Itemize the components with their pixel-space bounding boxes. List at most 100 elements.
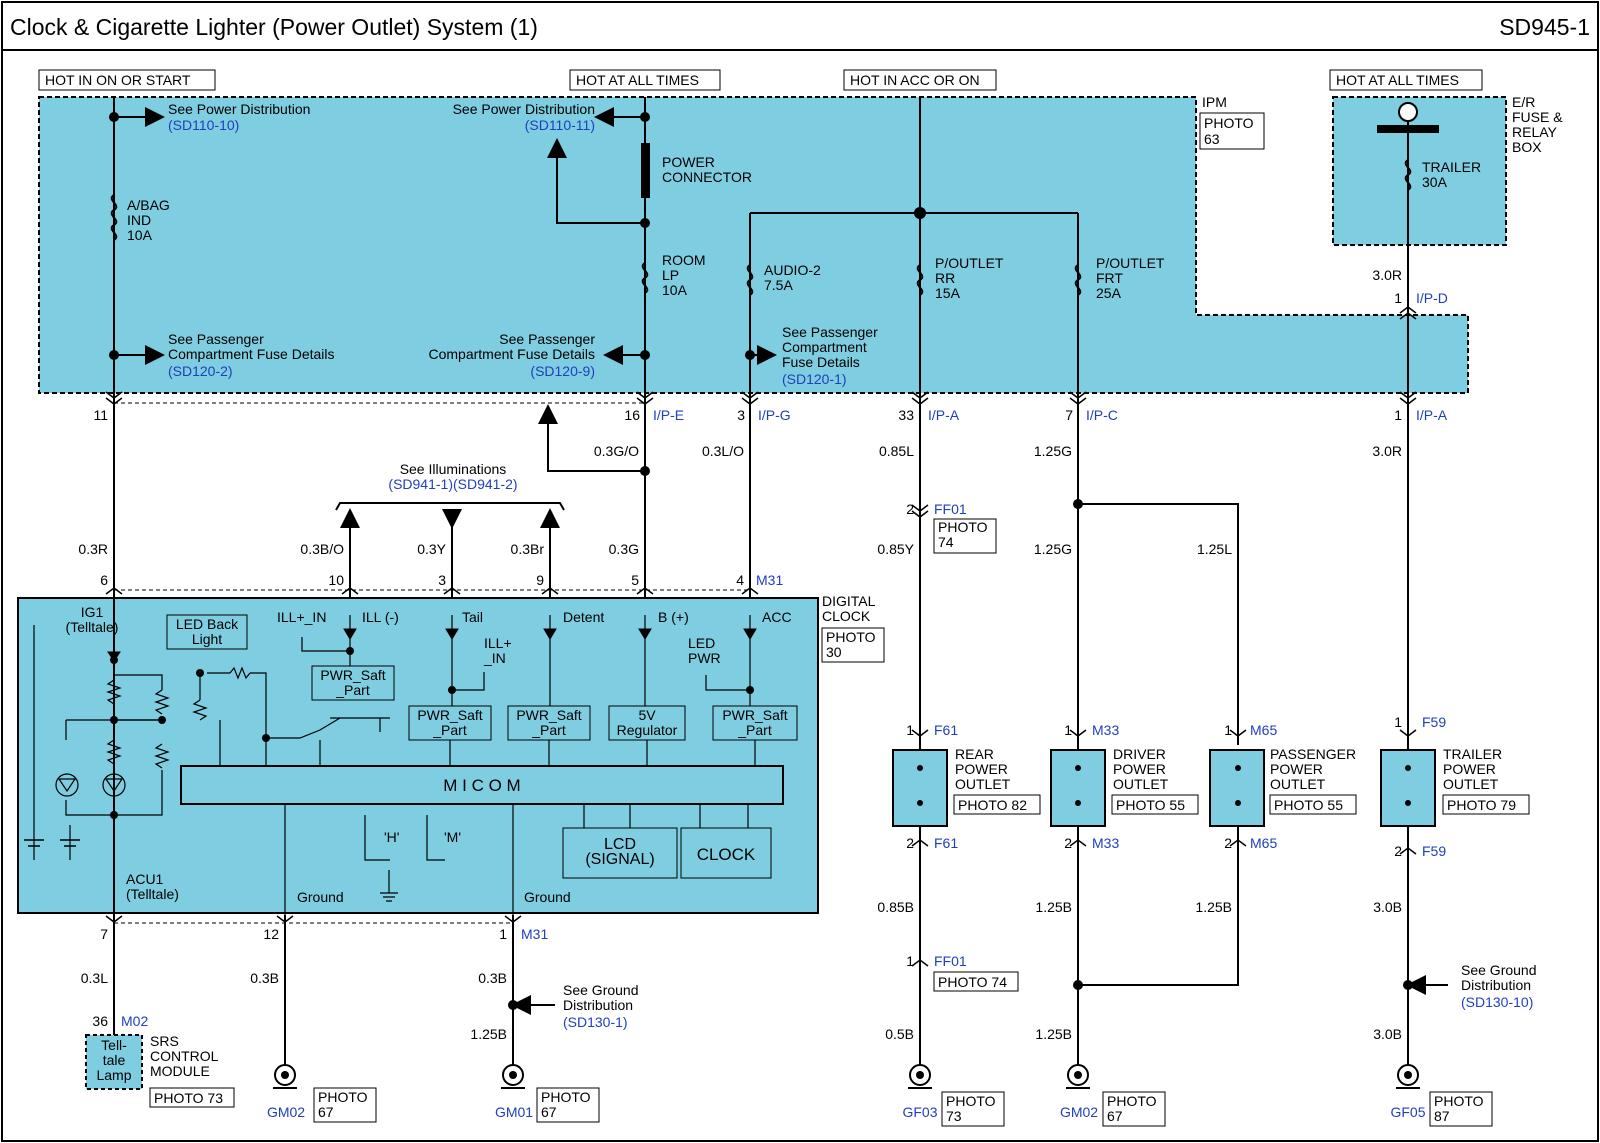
driver-outlet-box	[1050, 749, 1106, 827]
wire-label: 0.3B/O	[300, 541, 344, 557]
trailer-outlet-box	[1380, 749, 1436, 827]
ref-pc1-link[interactable]: (SD120-2)	[168, 363, 233, 379]
ref-pc2-link[interactable]: (SD120-9)	[530, 363, 595, 379]
wire-label: 0.3G/O	[594, 443, 639, 459]
ill-in2-label: ILL+_IN	[483, 635, 512, 666]
ground-label-2: Ground	[524, 889, 571, 905]
connector-ipa-2: I/P-A	[1416, 407, 1448, 423]
pwr-saft-box-1: PWR_Saft_Part	[311, 665, 395, 701]
power-label-on-start: HOT IN ON OR START	[38, 69, 216, 91]
pwr-saft-box-3: PWR_Saft_Part	[507, 705, 591, 741]
ref-pd1: See Power Distribution	[168, 101, 310, 117]
wire-label: 1.25B	[1035, 899, 1072, 915]
connector-ipd: I/P-D	[1416, 290, 1448, 306]
svg-text:PWR_Saft_Part: PWR_Saft_Part	[516, 707, 581, 738]
pin: 10	[328, 572, 344, 588]
pin: 5	[631, 572, 639, 588]
acu1-label: ACU1(Telltale)	[126, 871, 179, 902]
wire-label: 0.3G	[609, 541, 639, 557]
pin: 33	[898, 407, 914, 423]
pin: 2	[1064, 835, 1072, 851]
wire-label: 0.3L/O	[702, 443, 744, 459]
pin: 1	[1224, 722, 1232, 738]
connector-ipc: I/P-C	[1086, 407, 1118, 423]
pin: 7	[1065, 407, 1073, 423]
page-code: SD945-1	[1499, 14, 1590, 40]
wire-label: 0.85B	[877, 899, 914, 915]
wire-label: 0.3B	[478, 970, 507, 986]
pin: 16	[624, 407, 640, 423]
svg-text:CLOCK: CLOCK	[697, 845, 756, 864]
wire-label: 3.0B	[1373, 1026, 1402, 1042]
switch-m-label: 'M'	[444, 829, 461, 845]
ground-label-1: Ground	[297, 889, 344, 905]
wire-label: 1.25G	[1034, 443, 1072, 459]
svg-text:HOT IN ON OR START: HOT IN ON OR START	[45, 72, 191, 88]
wire-label: 1.25G	[1034, 541, 1072, 557]
ref-illum-link[interactable]: (SD941-1)(SD941-2)	[388, 476, 517, 492]
connector-m31: M31	[756, 572, 783, 588]
er-box-block	[1332, 96, 1507, 246]
connector-m33: M33	[1092, 722, 1119, 738]
svg-text:PHOTO 55: PHOTO 55	[1274, 797, 1343, 813]
pin: 3	[737, 407, 745, 423]
connector-m31-2: M31	[521, 926, 548, 942]
tail-label: Tail	[462, 609, 483, 625]
pin: 2	[906, 501, 914, 517]
pin: 2	[1394, 843, 1402, 859]
connector-f59: F59	[1422, 714, 1446, 730]
ref-pd2-link[interactable]: (SD110-11)	[525, 117, 595, 133]
ground-gm02-a: GM02	[267, 1104, 305, 1120]
srs-photo: PHOTO 73	[149, 1087, 235, 1108]
connector-m02: M02	[121, 1013, 148, 1029]
svg-text:PHOTO 74: PHOTO 74	[938, 974, 1007, 990]
pin: 7	[100, 926, 108, 942]
micom-box: M I C O M	[180, 765, 784, 805]
ipm-block	[38, 96, 1469, 394]
pin: 1	[1394, 290, 1402, 306]
lcd-box: LCD(SIGNAL)	[562, 827, 678, 879]
switch-h-label: 'H'	[384, 829, 399, 845]
ground-gm02-b: GM02	[1060, 1104, 1098, 1120]
trailer-outlet-photo: PHOTO 79	[1442, 794, 1530, 815]
pin: 1	[906, 722, 914, 738]
driver-outlet-photo: PHOTO 55	[1111, 794, 1199, 815]
power-label-all-times-1: HOT AT ALL TIMES	[569, 69, 721, 91]
ref-pd1-link[interactable]: (SD110-10)	[168, 117, 239, 133]
pwr-saft-box-2: PWR_Saft_Part	[408, 705, 492, 741]
ground-gf03: GF03	[902, 1104, 937, 1120]
wire-label: 0.3Y	[417, 541, 446, 557]
pin: 1	[906, 953, 914, 969]
ref-pc3-link[interactable]: (SD120-1)	[782, 371, 847, 387]
bplus-label: B (+)	[658, 609, 689, 625]
ref-gnd2-link[interactable]: (SD130-10)	[1461, 994, 1533, 1010]
ground-gm01: GM01	[495, 1104, 533, 1120]
pin: 12	[263, 926, 279, 942]
ref-gnd1-link[interactable]: (SD130-1)	[563, 1014, 628, 1030]
pin: 36	[92, 1013, 108, 1029]
connector-ipa: I/P-A	[928, 407, 960, 423]
power-label-acc-on: HOT IN ACC OR ON	[843, 69, 997, 91]
connector-m65-2: M65	[1250, 835, 1277, 851]
